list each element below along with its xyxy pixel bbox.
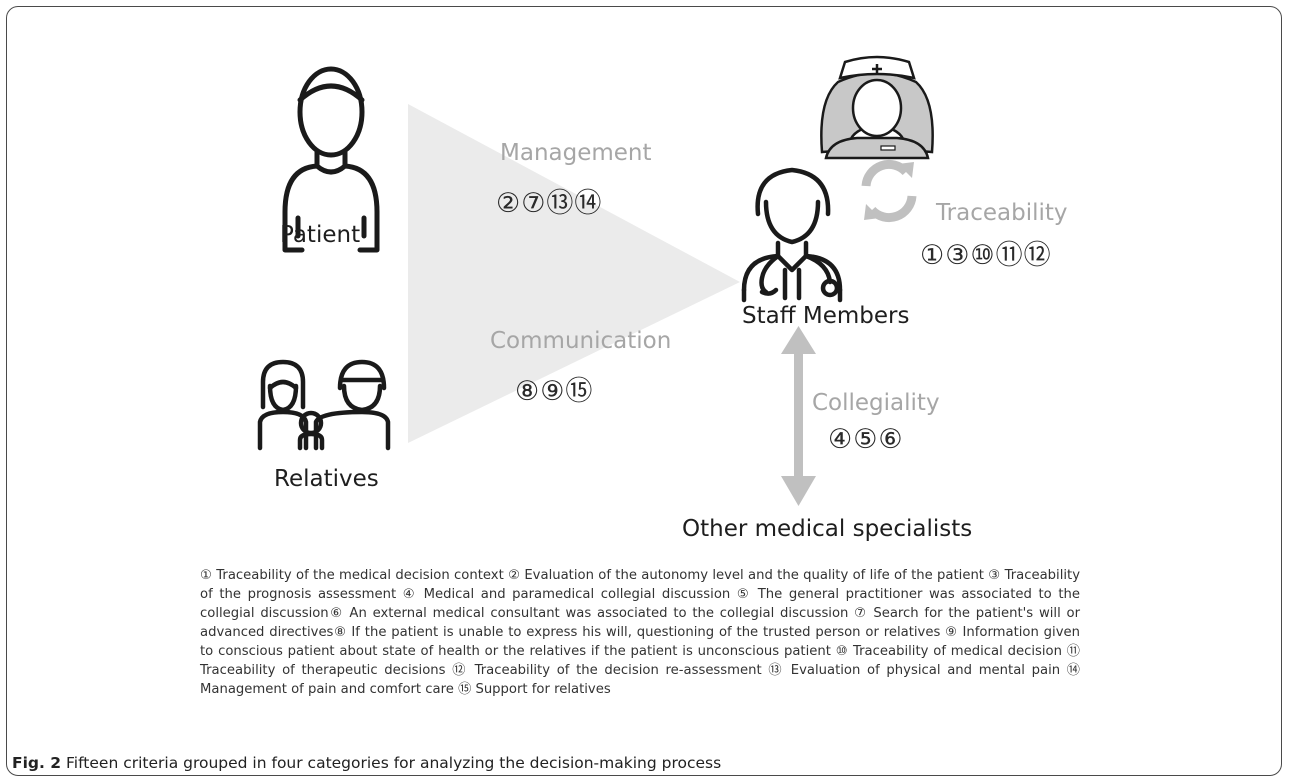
- refresh-arrowhead-bottom: [864, 204, 880, 220]
- management-label: Management: [500, 140, 652, 166]
- criteria-legend: ① Traceability of the medical decision c…: [200, 568, 1080, 697]
- communication-criteria: ⑧⑨⑮: [515, 376, 594, 407]
- relatives-icon: [257, 359, 391, 451]
- patient-icon: [282, 66, 380, 253]
- figure-frame: [6, 6, 1282, 776]
- collegiality-double-arrow: [781, 326, 816, 506]
- patient-label: Patient: [280, 222, 361, 248]
- communication-label: Communication: [490, 328, 672, 354]
- traceability-criteria: ①③⑩⑪⑫: [920, 240, 1052, 271]
- relatives-label: Relatives: [274, 466, 379, 492]
- staff-members-label: Staff Members: [742, 303, 910, 329]
- caption-label: Fig. 2: [12, 754, 62, 772]
- other-medical-specialists-label: Other medical specialists: [682, 516, 973, 542]
- refresh-arrowhead-top: [898, 162, 914, 178]
- doctor-icon: [741, 167, 843, 303]
- funnel-triangle: [408, 104, 740, 443]
- management-criteria: ②⑦⑬⑭: [496, 188, 603, 219]
- refresh-cycle-icon: [861, 159, 917, 223]
- traceability-label: Traceability: [936, 200, 1068, 226]
- caption-text: Fifteen criteria grouped in four categor…: [66, 754, 722, 772]
- nurse-icon: [820, 55, 934, 160]
- collegiality-label: Collegiality: [812, 390, 940, 416]
- collegiality-criteria: ④⑤⑥: [828, 424, 904, 455]
- figure-caption: Fig. 2 Fifteen criteria grouped in four …: [12, 754, 721, 772]
